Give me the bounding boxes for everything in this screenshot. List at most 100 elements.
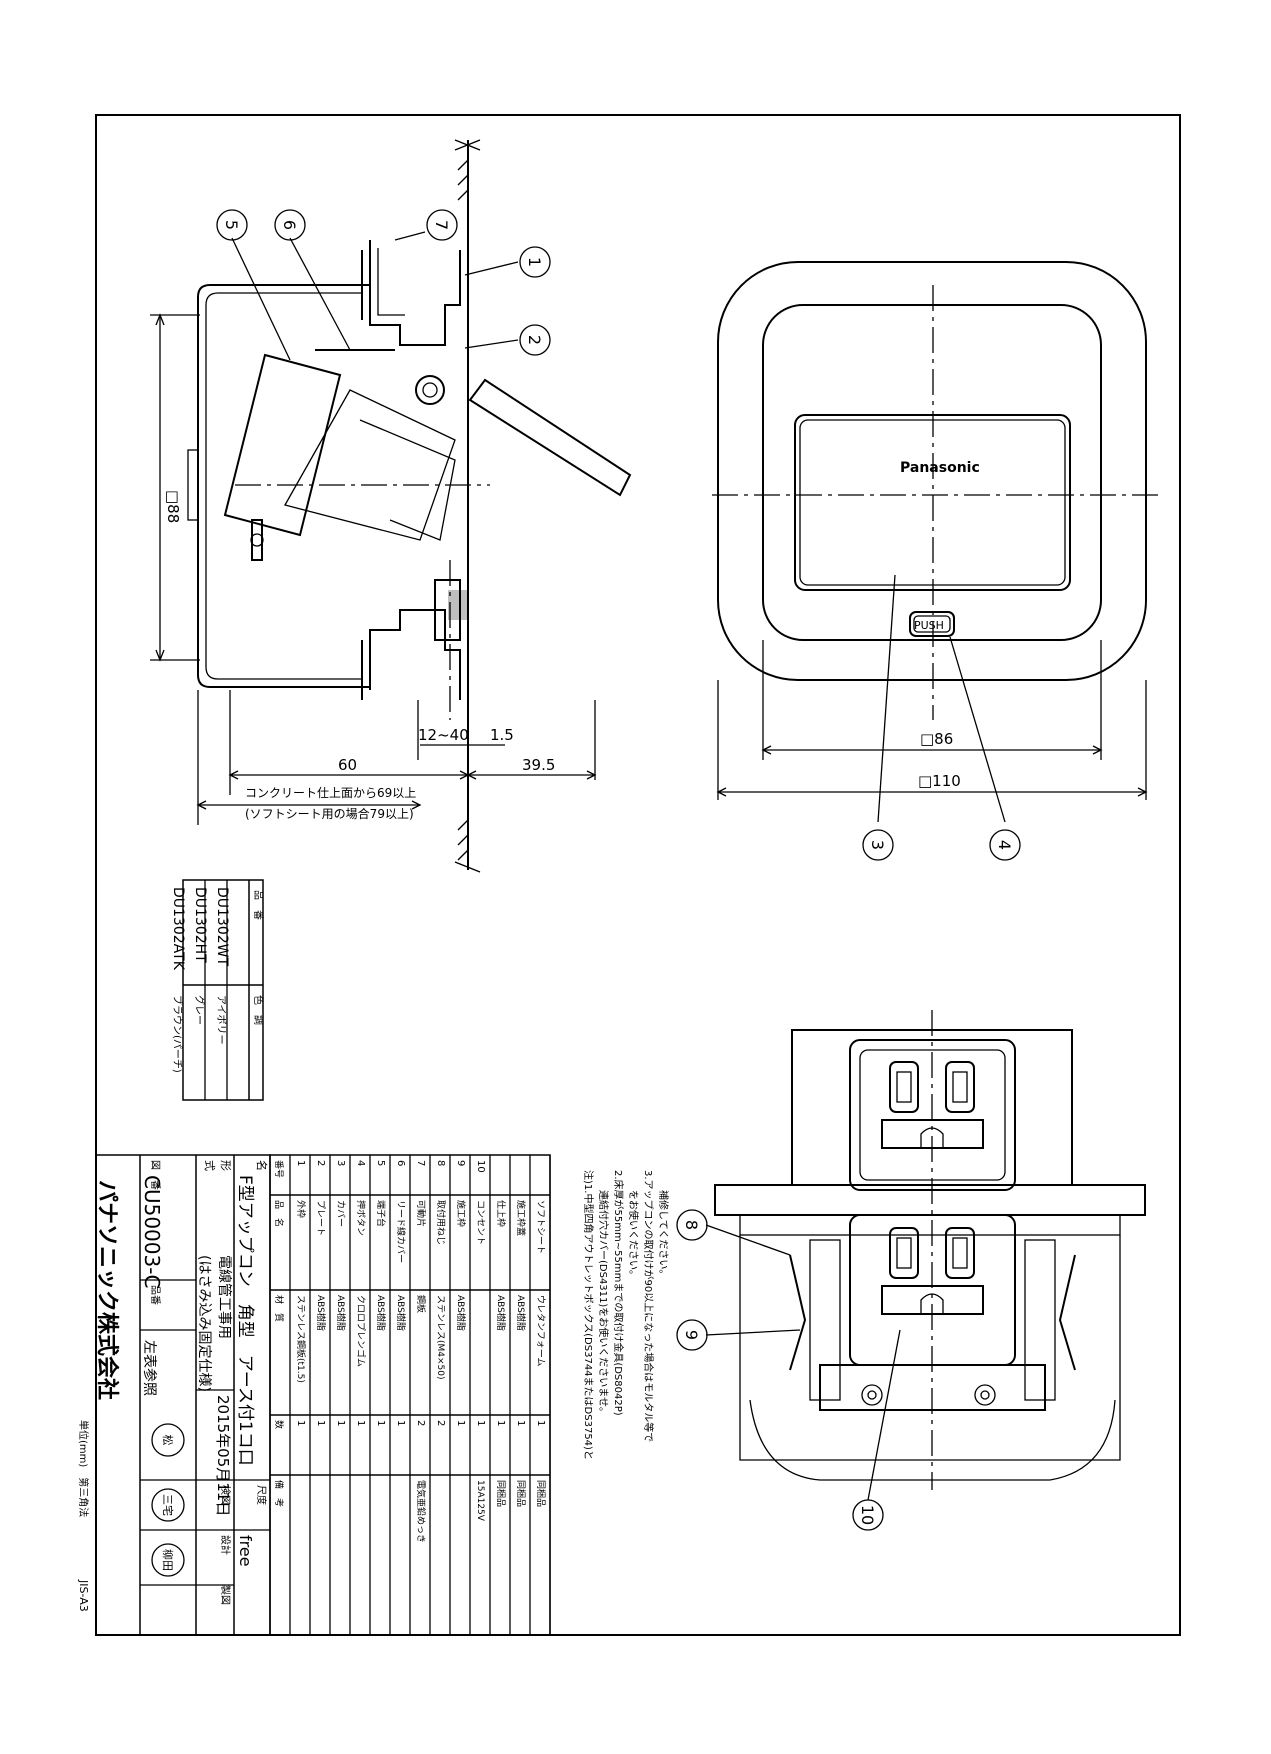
part-number: 4 (355, 1160, 366, 1166)
part-reference: 左表参照 (141, 1340, 158, 1396)
part-material: 鋼板 (415, 1295, 427, 1313)
note-line: をお使いください。 (627, 1170, 640, 1280)
variant-header-color: 色 調 (252, 995, 265, 1025)
dim-top-label: 39.5 (522, 756, 555, 774)
balloon-number: 4 (995, 840, 1014, 850)
part-number: 5 (375, 1160, 386, 1166)
balloon-number: 1 (525, 257, 544, 267)
unit-note: 単位(mm) 第三角法 (77, 1420, 90, 1517)
part-quantity: 1 (515, 1420, 526, 1426)
label-part-ref: 品番 (149, 1285, 161, 1305)
note-line: 2.床厚が55mm~55mmまでの取付け金具(DS8042P) (612, 1170, 625, 1416)
variant-color: グレー (193, 995, 206, 1025)
variant-part-number: DU1302WT (214, 887, 230, 966)
variant-part-number: DU1302ATK (170, 887, 186, 971)
part-material: ABS樹脂 (315, 1295, 327, 1331)
balloon-circle (862, 829, 894, 861)
part-quantity: 1 (295, 1420, 306, 1426)
balloon-circle (989, 829, 1021, 861)
variant-color: ブラウン(パーチ) (171, 995, 184, 1073)
note-line: 3.アップコンの取付けが90以上になった場合はモルタル等で (642, 1170, 655, 1442)
stamp-text: 柳田 (161, 1549, 175, 1571)
variant-color: アイボリー (215, 995, 227, 1045)
approval-stamp (151, 1488, 185, 1522)
balloon-number: 8 (682, 1220, 701, 1230)
part-name: 端子台 (375, 1200, 387, 1227)
part-remark: 同梱品 (515, 1480, 527, 1507)
part-quantity: 1 (375, 1420, 386, 1426)
drawing-date: 2015年05月11日 (214, 1395, 232, 1516)
part-quantity: 1 (395, 1420, 406, 1426)
part-name: プレート (315, 1200, 326, 1236)
label-name: 名 (255, 1160, 269, 1171)
part-name: 外枠 (295, 1200, 307, 1218)
part-quantity: 1 (355, 1420, 366, 1426)
part-number: 8 (435, 1160, 446, 1166)
note-line1: コンクリート仕上面から69以上 (245, 786, 416, 800)
part-number: 1 (295, 1160, 306, 1166)
title-block (95, 1154, 271, 1636)
variant-header-part: 品 番 (252, 890, 264, 920)
approval-stamp (151, 1423, 185, 1457)
role-label: 設計 (219, 1535, 232, 1555)
form-value: (はさみ込み固定仕様) (196, 1255, 212, 1392)
part-remark: 同梱品 (495, 1480, 507, 1507)
part-name: 取付用ねじ (435, 1200, 446, 1245)
part-quantity: 2 (415, 1420, 426, 1426)
balloon-number: 6 (280, 220, 299, 230)
drawing-frame (95, 114, 1181, 1636)
part-material: ステンレス(M4×50) (435, 1295, 446, 1380)
part-material: ABS樹脂 (395, 1295, 407, 1331)
note-line: 注)1.中型四角アウトレットボックス(DS3744またはDS3754)と (582, 1170, 595, 1460)
part-quantity: 1 (315, 1420, 326, 1426)
approval-stamp (151, 1543, 185, 1577)
part-name: 施工枠蓋 (515, 1200, 527, 1236)
stamp-text: 松 (161, 1435, 175, 1446)
part-material: ABS樹脂 (515, 1295, 527, 1331)
part-quantity: 1 (535, 1420, 546, 1426)
part-material: クロロプレンゴム (355, 1295, 367, 1367)
sheet-size: JIS-A3 (77, 1579, 90, 1612)
part-name: 押ボタン (355, 1200, 367, 1236)
part-name: ソフトシート (535, 1200, 545, 1254)
parts-header: 材 質 (273, 1295, 285, 1322)
part-material: ABS樹脂 (375, 1295, 387, 1331)
part-quantity: 1 (475, 1420, 486, 1426)
label-form: 式 (203, 1160, 216, 1171)
parts-header: 番号 (273, 1160, 285, 1178)
variant-part-number: DU1302HT (192, 887, 208, 963)
part-number: 7 (415, 1160, 426, 1166)
balloon-circle (519, 324, 551, 356)
part-name: コンセント (475, 1200, 486, 1245)
part-number: 2 (315, 1160, 326, 1166)
dim-outer-label: □110 (918, 772, 961, 790)
part-name: 施工枠 (455, 1200, 467, 1227)
dim-depth-label: 60 (338, 756, 357, 774)
balloon-number: 2 (525, 335, 544, 345)
part-material: ABS樹脂 (455, 1295, 467, 1331)
part-remark: 電気亜鉛めっき (415, 1480, 427, 1543)
part-material: ABS樹脂 (495, 1295, 507, 1331)
part-remark: 同梱品 (535, 1480, 547, 1507)
variant-table (182, 879, 264, 1101)
dim-height-label: □88 (164, 490, 182, 523)
part-material: ステンレス鋼板(t1.5) (295, 1295, 307, 1383)
side-section-view: □88 12~40 1.5 60 39.5 コンクリート仕上面から69以上 (ソ… (150, 139, 632, 873)
dim-inner-label: □86 (920, 730, 953, 748)
part-quantity: 1 (455, 1420, 466, 1426)
dim-gap-label: 1.5 (490, 726, 514, 744)
parts-header: 備 考 (273, 1480, 285, 1507)
balloon-circle (676, 1209, 708, 1241)
balloon-circle (676, 1319, 708, 1351)
drawing-number: CU50003-C (140, 1175, 164, 1288)
balloon-number: 10 (858, 1505, 877, 1525)
parts-header: 数 (273, 1420, 285, 1429)
balloon-circle (852, 1499, 884, 1531)
balloon-number: 5 (222, 220, 241, 230)
company-name: パナソニック株式会社 (94, 1180, 120, 1400)
part-number: 10 (475, 1160, 486, 1173)
balloon-circle (426, 209, 458, 241)
part-material: ABS樹脂 (335, 1295, 347, 1331)
